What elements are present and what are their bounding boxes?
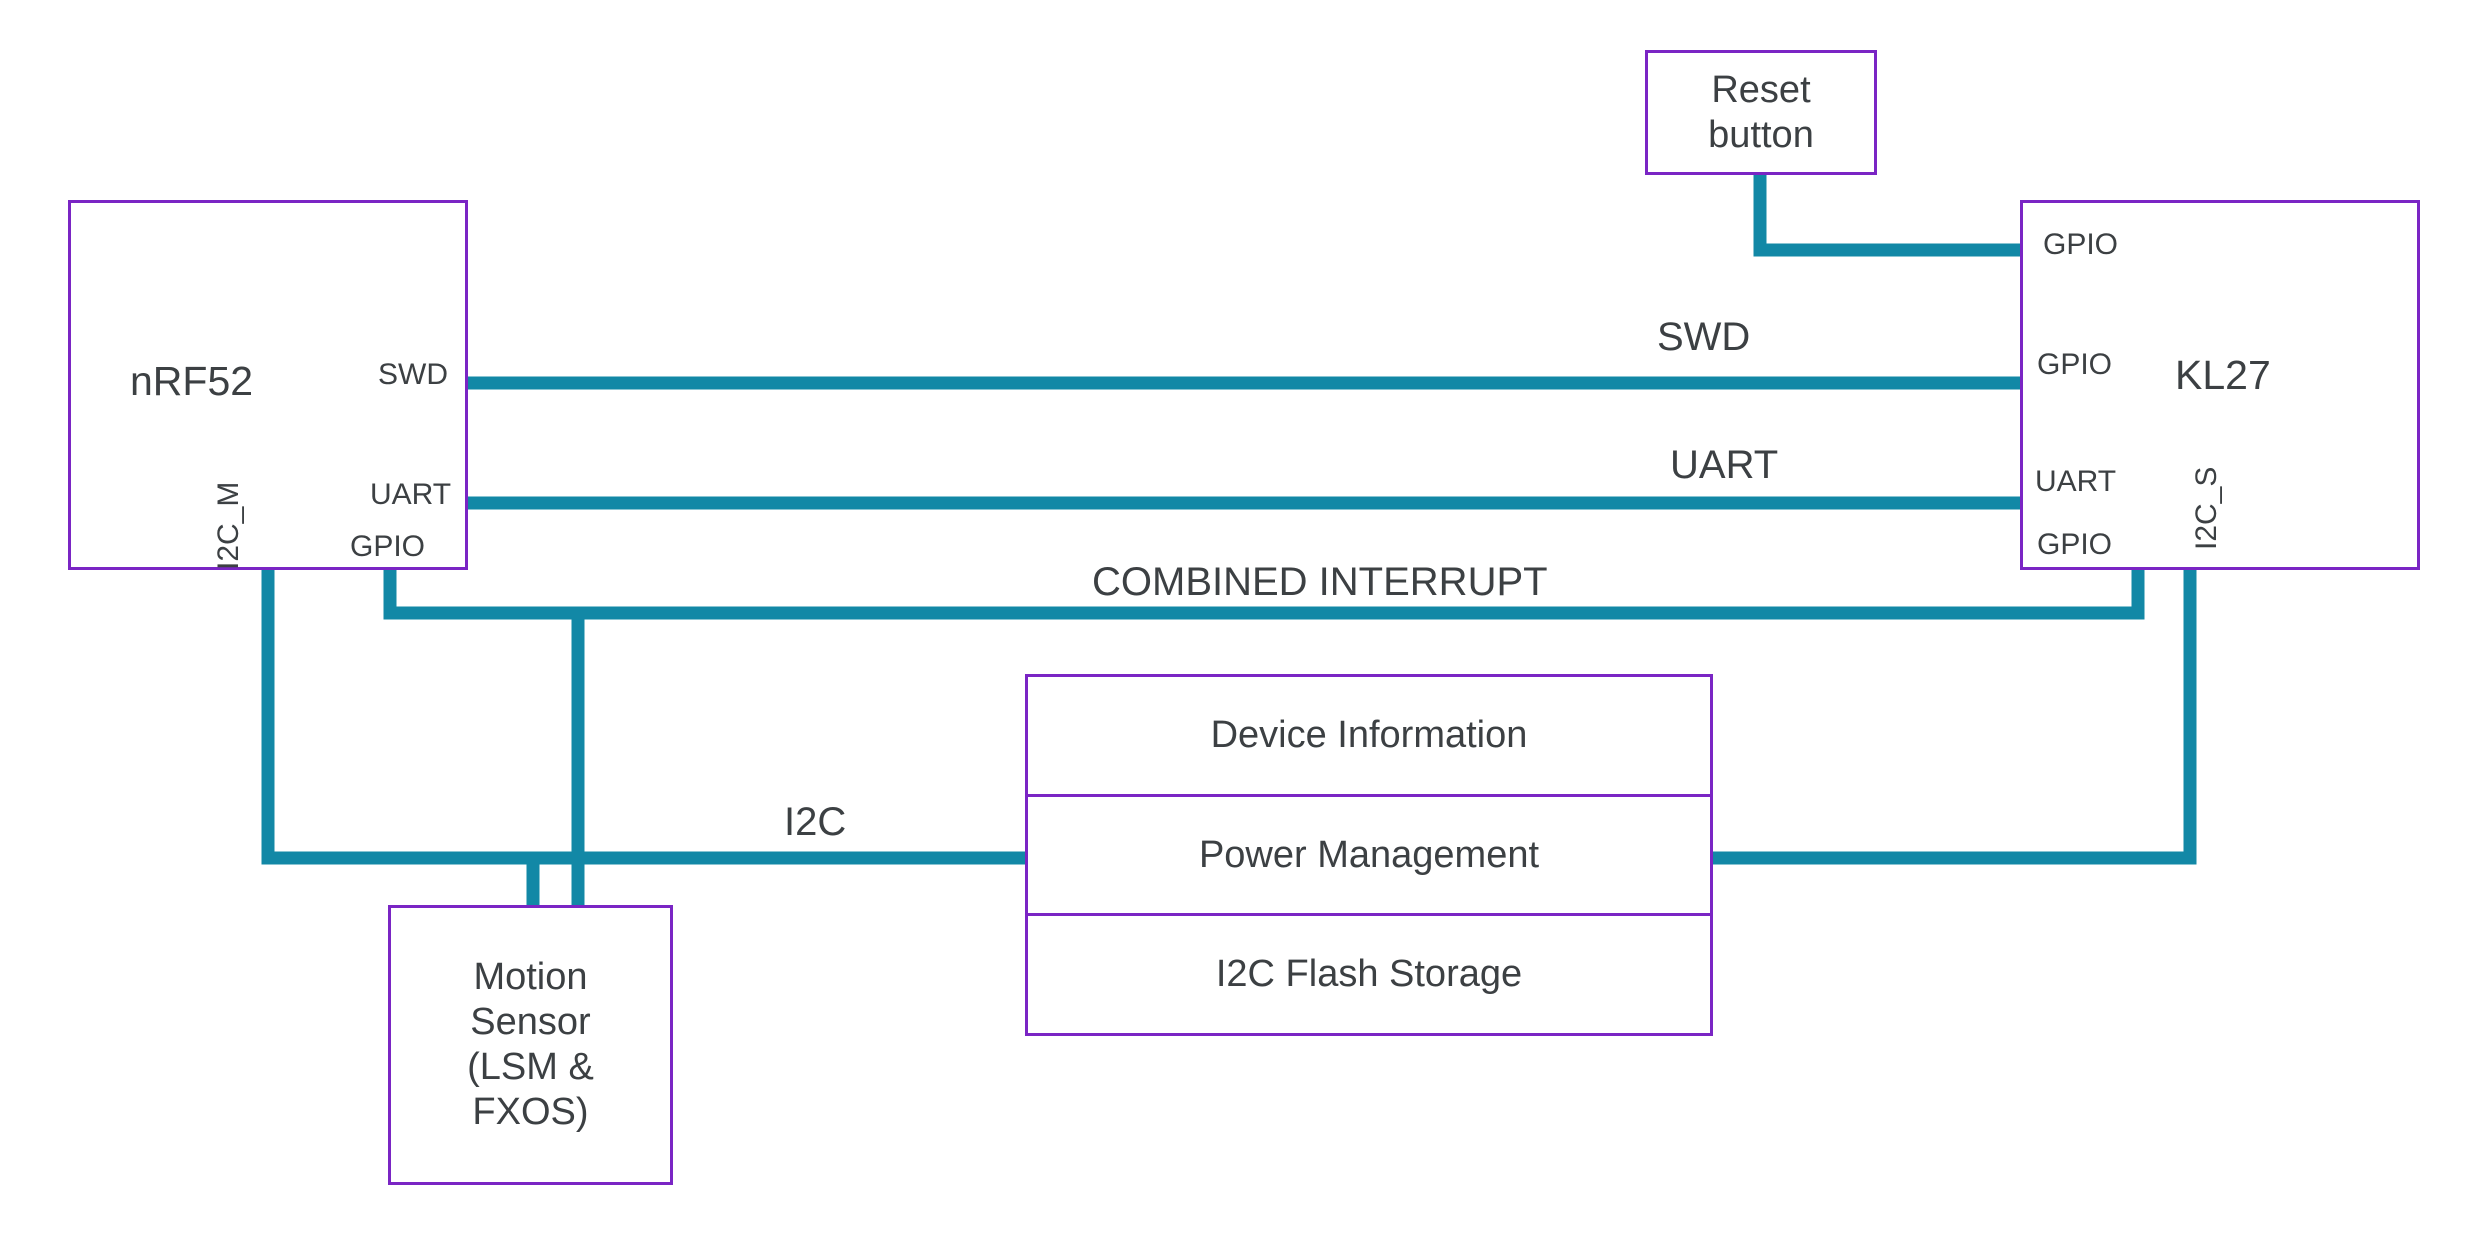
wire-i2c-bus-right xyxy=(1713,570,2197,865)
wire-reset-to-gpio xyxy=(1753,175,2020,257)
kl27-label: KL27 xyxy=(2175,352,2271,398)
kl27-port-i2c-s: I2C_S xyxy=(2190,466,2223,550)
motion-sensor-label: Motion Sensor (LSM & FXOS) xyxy=(467,956,594,1133)
nrf52-label: nRF52 xyxy=(130,358,254,404)
kl27-port-gpio-interrupt: GPIO xyxy=(2037,528,2113,561)
nrf52-port-swd: SWD xyxy=(378,358,448,391)
peripheral-row-label: Device Information xyxy=(1210,713,1528,756)
reset-button-label: Reset button xyxy=(1708,68,1814,156)
nrf52-port-gpio: GPIO xyxy=(350,530,426,563)
wire-combined-interrupt xyxy=(383,570,2145,620)
wire-label-i2c: I2C xyxy=(784,800,847,844)
nrf52-port-uart: UART xyxy=(370,478,452,511)
block-nrf52[interactable] xyxy=(68,200,468,570)
wire-label-uart: UART xyxy=(1670,443,1779,487)
peripheral-row-device-information[interactable]: Device Information xyxy=(1025,674,1713,797)
block-kl27[interactable] xyxy=(2020,200,2420,570)
wire-label-swd: SWD xyxy=(1657,315,1751,359)
kl27-port-gpio-swd: GPIO xyxy=(2037,348,2113,381)
wire-i2c-bus xyxy=(261,570,1025,865)
nrf52-port-i2c-m: I2C_M xyxy=(212,481,245,570)
peripheral-row-i2c-flash-storage[interactable]: I2C Flash Storage xyxy=(1025,913,1713,1037)
peripheral-row-power-management[interactable]: Power Management xyxy=(1025,793,1713,917)
peripheral-row-label: Power Management xyxy=(1198,833,1540,876)
wire-label-combined-interrupt: COMBINED INTERRUPT xyxy=(1092,560,1548,604)
block-reset-button[interactable]: Reset button xyxy=(1645,50,1877,175)
kl27-port-uart: UART xyxy=(2035,465,2117,498)
kl27-port-gpio-reset: GPIO xyxy=(2043,228,2119,261)
block-peripheral-stack: Device Information Power Management I2C … xyxy=(1025,674,1713,1042)
block-motion-sensor[interactable]: Motion Sensor (LSM & FXOS) xyxy=(388,905,673,1185)
peripheral-row-label: I2C Flash Storage xyxy=(1215,953,1523,996)
